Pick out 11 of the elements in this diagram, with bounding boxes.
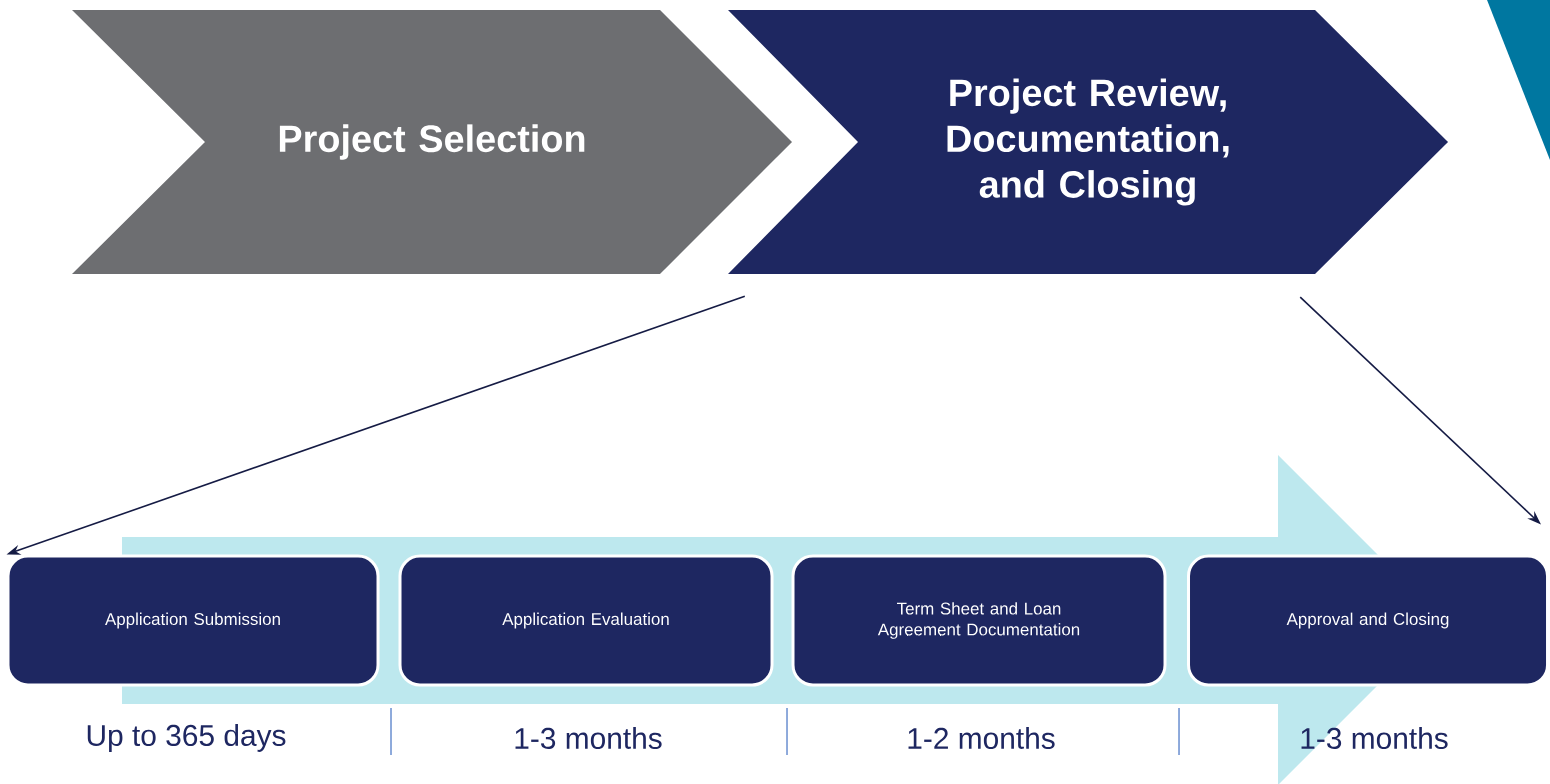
process-step: Project Review, Documentation, and Closing <box>728 10 1448 274</box>
duration-label: 1-2 months <box>908 727 1055 749</box>
process-box: Application Evaluation <box>398 554 774 687</box>
process-step: Project Selection <box>72 10 792 274</box>
process-box: Approval and Closing <box>1187 554 1549 687</box>
process-box: Term Sheet and Loan Agreement Documentation <box>791 554 1167 687</box>
duration-label: 1-3 months <box>1301 727 1448 749</box>
process-box: Application Submission <box>6 554 380 687</box>
duration-label: 1-3 months <box>515 727 662 749</box>
chevron-fragment <box>1487 0 1550 160</box>
duration-label: Up to 365 days <box>87 724 286 752</box>
